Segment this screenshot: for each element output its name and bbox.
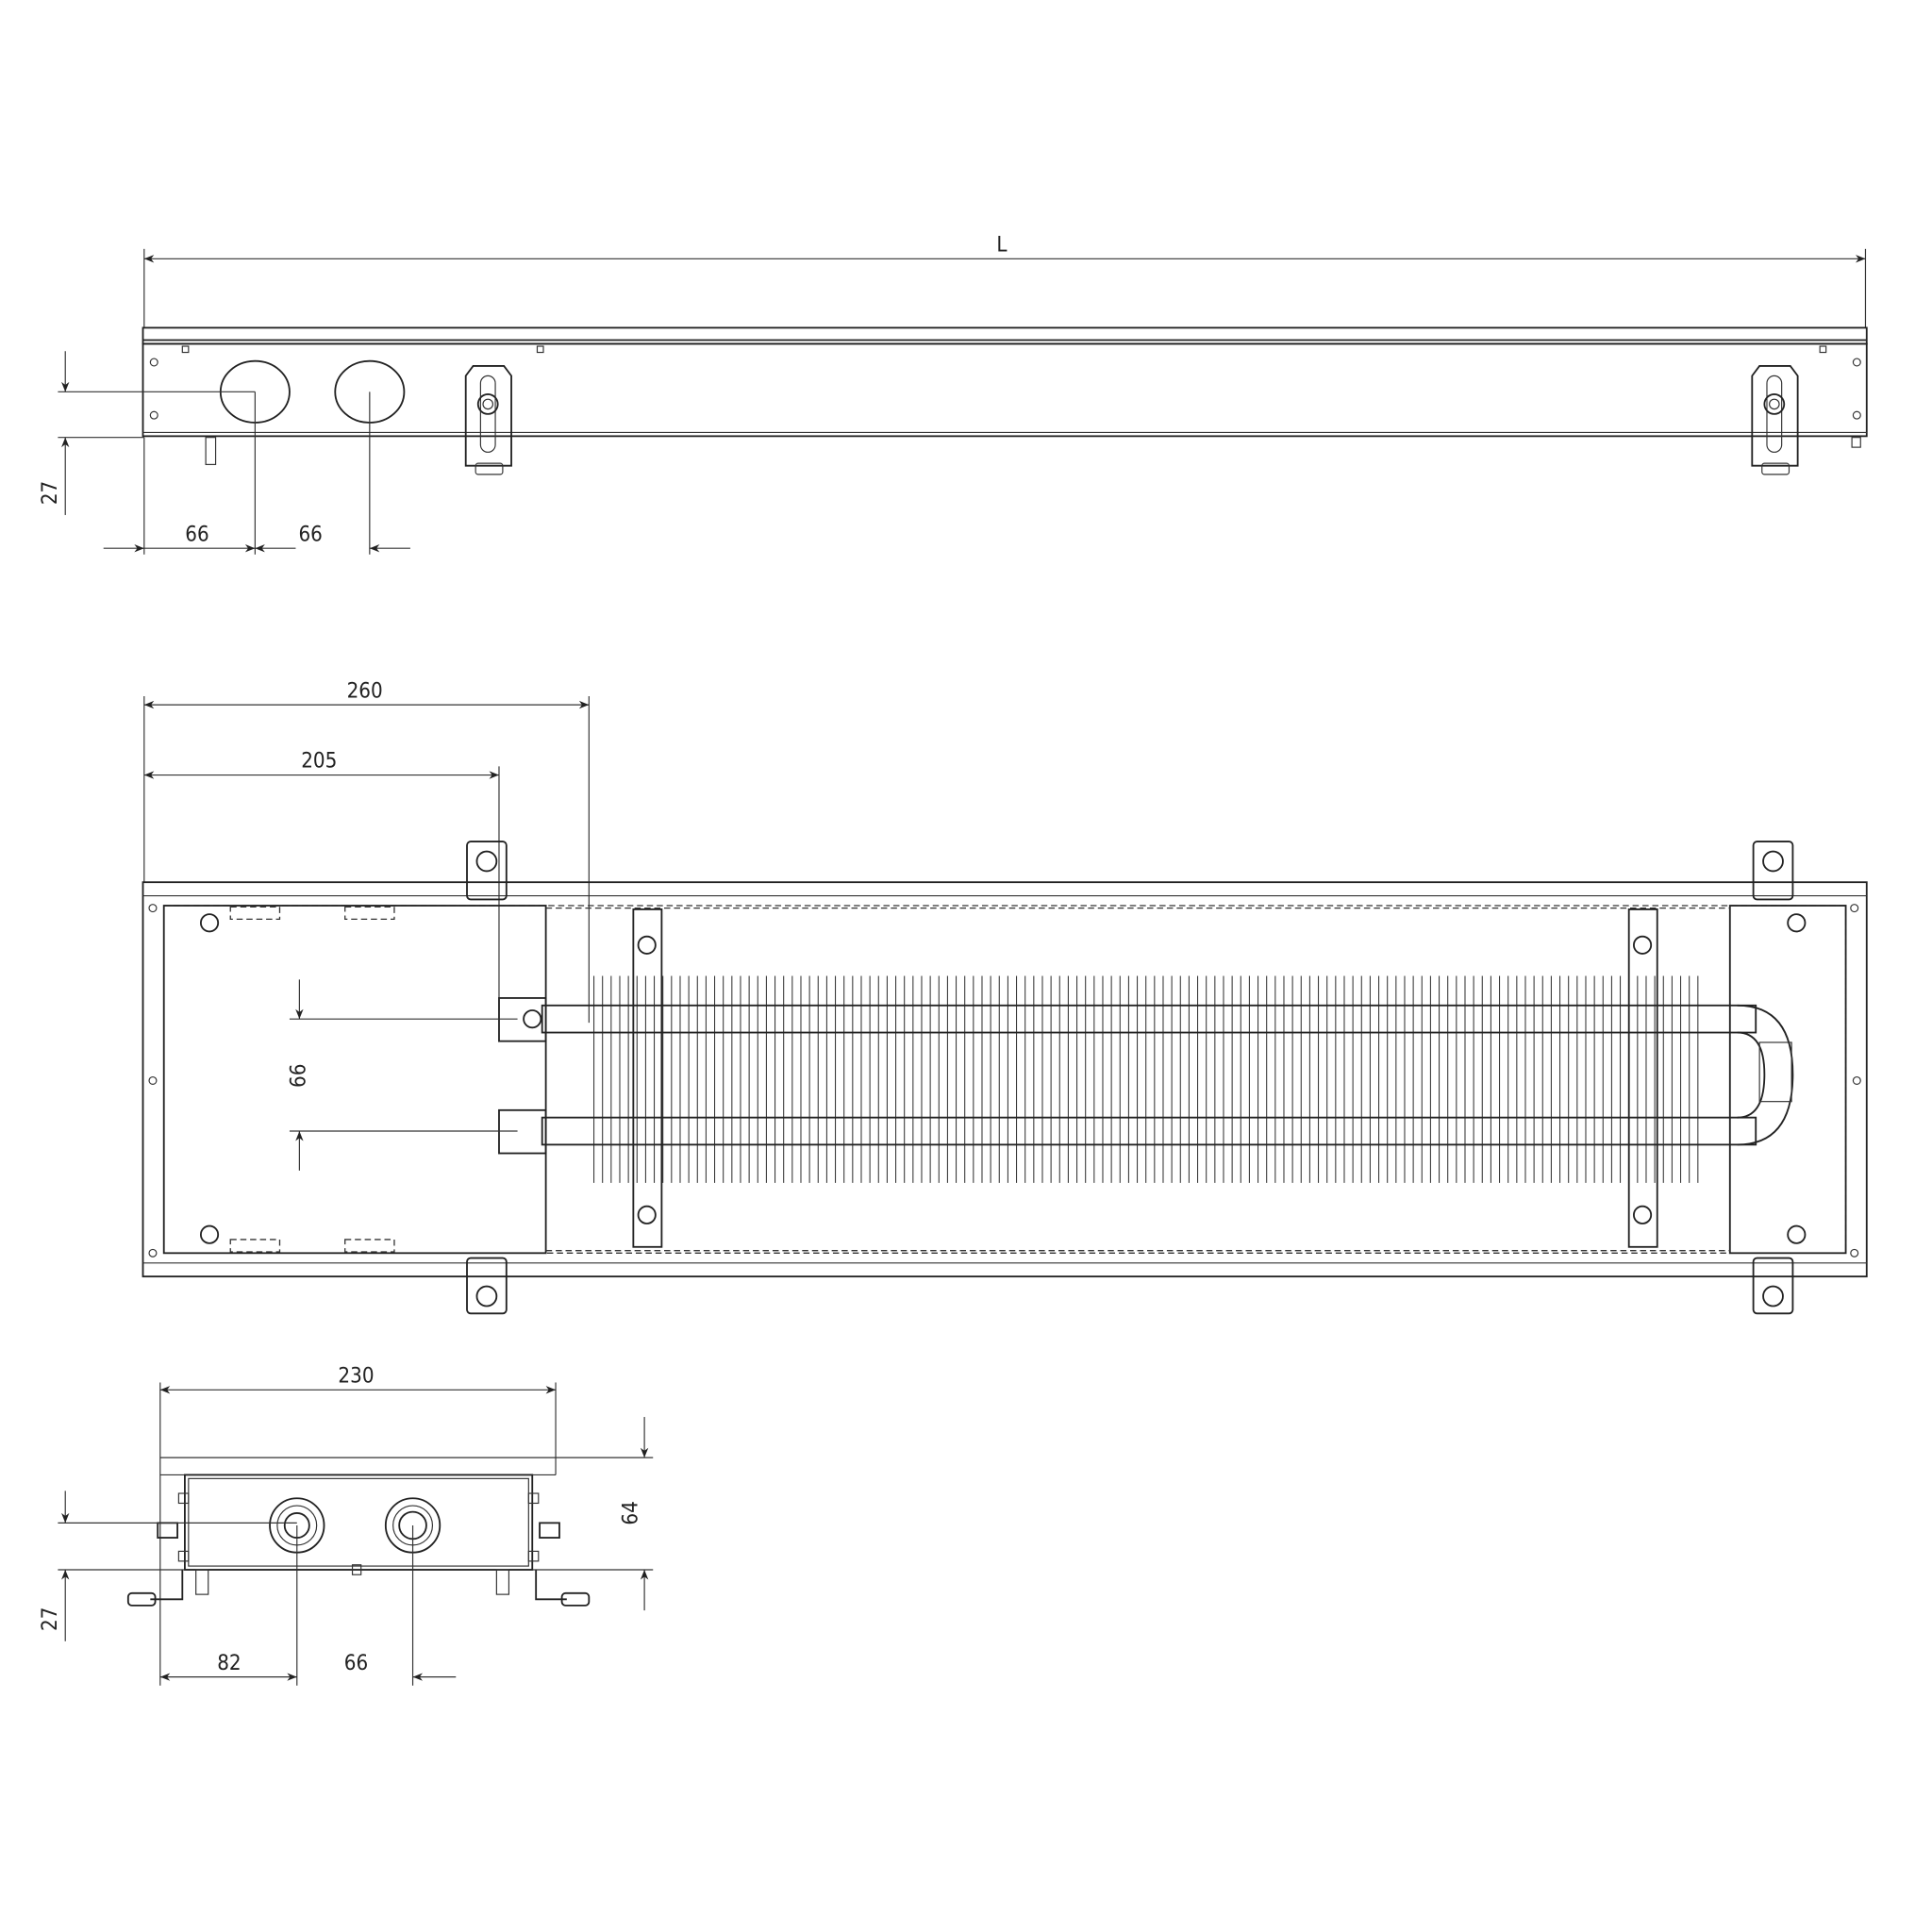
- pipe-fitting-inlet: [498, 997, 547, 1042]
- pipe-offset-label: 82: [217, 1651, 241, 1675]
- mounting-bracket-right: [1751, 365, 1799, 475]
- front-view: L: [38, 232, 1868, 555]
- dimension-section-27: 27: [38, 1491, 297, 1641]
- pipe-spacing-1-label: 66: [185, 522, 208, 546]
- mounting-feet: [466, 841, 1794, 1315]
- section-view: 230 64: [38, 1363, 654, 1686]
- section-offset-label: 27: [38, 1607, 62, 1631]
- dim-205-label: 205: [301, 749, 337, 774]
- dim-99-label: 99: [284, 1064, 308, 1088]
- heat-exchanger-pipes: [541, 1004, 1794, 1146]
- length-label: L: [996, 232, 1008, 257]
- dimension-205: 205: [143, 749, 500, 1011]
- convector-tray: [142, 881, 1868, 1278]
- dimension-99: 99: [284, 979, 518, 1171]
- convector-body-side: [142, 326, 1868, 465]
- dimension-82-66: 82 66: [159, 1524, 457, 1686]
- mounting-bracket-left: [464, 365, 512, 475]
- plan-view: 260 205: [142, 678, 1868, 1315]
- section-pipe-spacing-label: 66: [344, 1651, 368, 1675]
- dimension-pipe-spacing: 66 66: [103, 391, 410, 555]
- dimension-64: 64: [532, 1417, 654, 1611]
- pipe-spacing-2-label: 66: [298, 522, 322, 546]
- width-label: 230: [338, 1363, 374, 1388]
- dim-260-label: 260: [347, 678, 383, 703]
- pipe-fitting-outlet: [498, 1108, 547, 1155]
- dimension-230: 230: [159, 1363, 557, 1686]
- height-label: 64: [618, 1501, 642, 1524]
- support-bracket-left: [632, 908, 663, 1248]
- dimension-height-offset: 27: [38, 351, 256, 515]
- tray-section: [126, 1474, 591, 1607]
- dimension-length: L: [143, 232, 1867, 328]
- heat-exchanger-fins: [593, 975, 1699, 1183]
- height-offset-label: 27: [38, 481, 62, 505]
- support-bracket-right: [1627, 908, 1658, 1248]
- dimension-260: 260: [143, 678, 590, 1024]
